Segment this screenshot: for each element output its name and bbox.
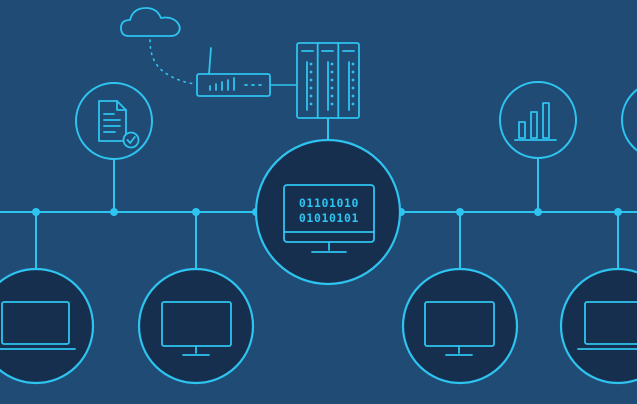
server-led-dots xyxy=(309,62,355,106)
cloud-node xyxy=(120,7,197,85)
desktop-node-2 xyxy=(401,267,519,385)
laptop-node-left xyxy=(0,267,95,385)
laptop-icon xyxy=(577,301,637,350)
router-icon xyxy=(196,47,271,97)
cloud-icon xyxy=(120,7,181,37)
bar-chart-icon xyxy=(514,102,557,141)
laptop-node-right xyxy=(559,267,637,385)
desktop-monitor-icon xyxy=(161,301,232,356)
monitor-binary-icon xyxy=(283,184,375,253)
document-node xyxy=(75,82,153,160)
partial-node-right xyxy=(621,88,637,152)
junction-dots xyxy=(32,208,622,216)
router-node xyxy=(196,47,271,97)
binary-line-1: 01101010 xyxy=(299,196,359,210)
connector-lines xyxy=(35,84,619,270)
server-node xyxy=(296,42,360,119)
central-hub-node: 01101010 01010101 xyxy=(254,138,402,286)
binary-line-2: 01010101 xyxy=(299,211,359,225)
laptop-icon xyxy=(0,301,76,350)
dotted-connection xyxy=(149,39,197,85)
desktop-node-1 xyxy=(137,267,255,385)
server-rack-icon xyxy=(296,42,360,119)
analytics-node xyxy=(499,81,577,159)
desktop-monitor-icon xyxy=(424,301,495,356)
document-check-icon xyxy=(98,100,140,149)
